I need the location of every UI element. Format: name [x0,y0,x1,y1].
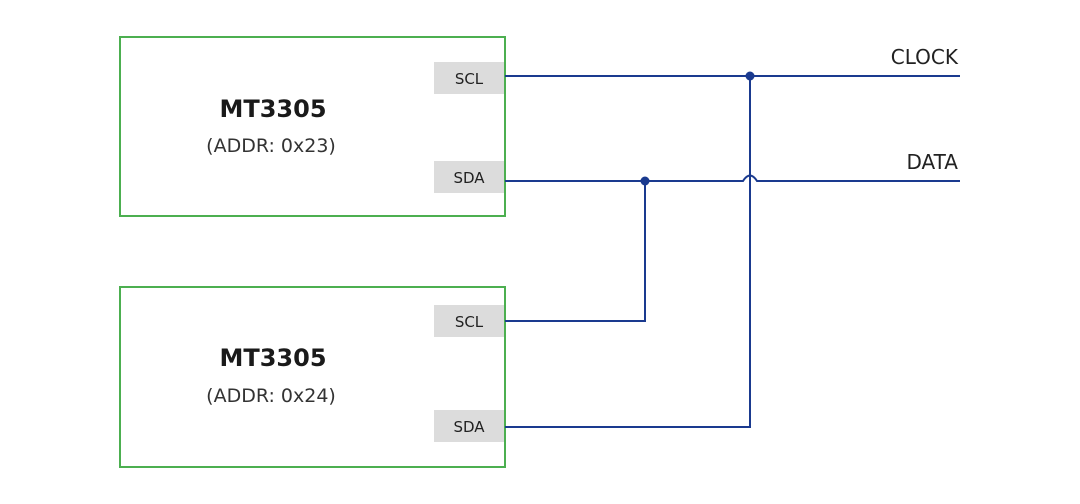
chip-1-scl-pin [434,62,504,94]
chip-2-name: MT3305 [219,344,326,372]
chip-2-address: (ADDR: 0x24) [206,385,336,407]
chip-2-sda-wire [505,76,751,428]
chip-2-scl-pin [434,305,504,337]
wiring [505,71,960,428]
chip-1-name: MT3305 [219,95,326,123]
clock-bus-label: CLOCK [891,45,959,69]
chip-2-sda-pin [434,410,504,442]
chip-1: MT3305 (ADDR: 0x23) SCL SDA [119,36,506,217]
chip-2: MT3305 (ADDR: 0x24) SCL SDA [119,286,506,468]
data-junction-dot [640,176,650,186]
data-bus-wire [505,174,960,182]
chip-1-address: (ADDR: 0x23) [206,135,336,157]
chip-2-sda-label: SDA [453,418,485,436]
chip-2-scl-wire [505,181,646,322]
chip-2-scl-label: SCL [455,313,484,331]
chip-1-scl-label: SCL [455,70,484,88]
chip-1-sda-pin [434,161,504,193]
clock-junction-dot [745,71,755,81]
chip-1-sda-label: SDA [453,169,485,187]
data-bus-label: DATA [906,150,958,174]
